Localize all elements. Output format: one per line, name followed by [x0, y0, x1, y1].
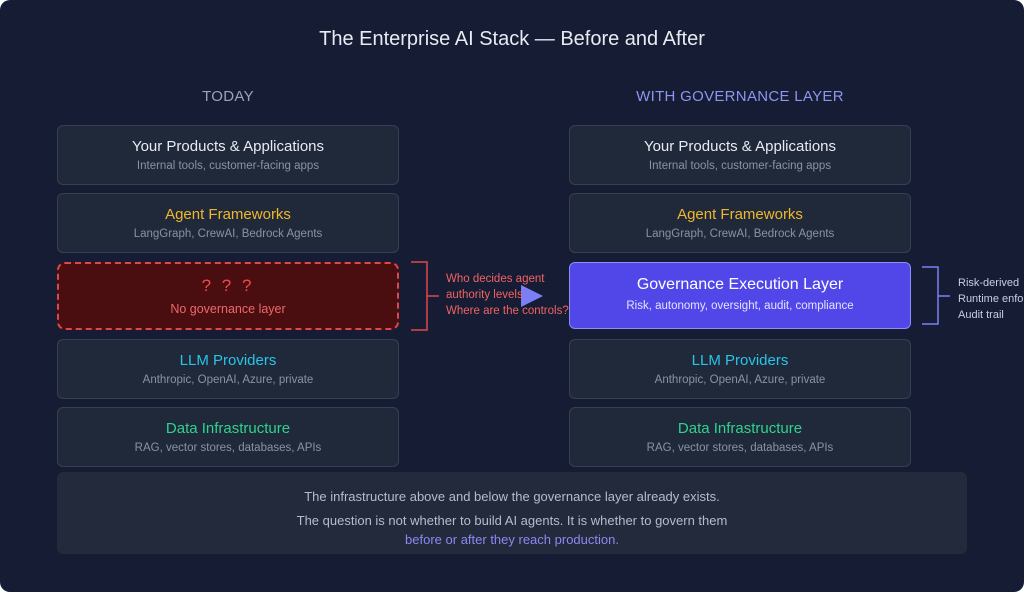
footer-line-1: The infrastructure above and below the g…: [304, 489, 720, 504]
layer-title: LLM Providers: [179, 352, 277, 369]
right-callout: Risk-derived Runtime enfo Audit trail: [958, 275, 1023, 323]
layer-title: LLM Providers: [691, 352, 789, 369]
footer-line-3: before or after they reach production.: [405, 532, 619, 547]
left-layer-products: Your Products & Applications Internal to…: [57, 125, 399, 185]
footer-line-2: The question is not whether to build AI …: [296, 513, 728, 528]
left-layer-data-infrastructure: Data Infrastructure RAG, vector stores, …: [57, 407, 399, 467]
column-heading-governance: WITH GOVERNANCE LAYER: [636, 88, 844, 105]
left-callout: Who decides agent authority levels Where…: [446, 271, 569, 319]
layer-subtitle: Anthropic, OpenAI, Azure, private: [654, 374, 826, 386]
right-bracket: [922, 266, 950, 325]
callout-line: Runtime enfo: [958, 293, 1024, 305]
missing-layer-label: No governance layer: [170, 302, 286, 316]
left-layer-agent-frameworks: Agent Frameworks LangGraph, CrewAI, Bedr…: [57, 193, 399, 253]
column-heading-today: TODAY: [202, 88, 254, 105]
callout-line: Where are the controls?: [446, 305, 569, 317]
right-layer-llm-providers: LLM Providers Anthropic, OpenAI, Azure, …: [569, 339, 911, 399]
layer-subtitle: LangGraph, CrewAI, Bedrock Agents: [133, 228, 323, 240]
callout-line: Risk-derived: [958, 277, 1020, 289]
callout-line: authority levels: [446, 289, 523, 301]
layer-subtitle: Internal tools, customer-facing apps: [648, 160, 832, 172]
layer-title: Data Infrastructure: [165, 420, 291, 437]
left-bracket: [411, 261, 439, 331]
left-layer-llm-providers: LLM Providers Anthropic, OpenAI, Azure, …: [57, 339, 399, 399]
layer-title: Data Infrastructure: [677, 420, 803, 437]
right-layer-products: Your Products & Applications Internal to…: [569, 125, 911, 185]
layer-subtitle: RAG, vector stores, databases, APIs: [646, 442, 834, 454]
layer-title: Your Products & Applications: [643, 138, 837, 155]
left-layer-missing-governance: ? ? ? No governance layer: [57, 262, 399, 330]
diagram-title: The Enterprise AI Stack — Before and Aft…: [319, 28, 705, 50]
layer-subtitle: Internal tools, customer-facing apps: [136, 160, 320, 172]
layer-title: Agent Frameworks: [165, 206, 291, 223]
right-layer-governance-execution: Governance Execution Layer Risk, autonom…: [569, 262, 911, 329]
missing-layer-marks: ? ? ?: [201, 276, 255, 295]
layer-subtitle: LangGraph, CrewAI, Bedrock Agents: [645, 228, 835, 240]
footer-note: The infrastructure above and below the g…: [57, 472, 967, 554]
right-layer-agent-frameworks: Agent Frameworks LangGraph, CrewAI, Bedr…: [569, 193, 911, 253]
layer-subtitle: Risk, autonomy, oversight, audit, compli…: [626, 300, 854, 312]
layer-title: Governance Execution Layer: [636, 276, 844, 293]
right-layer-data-infrastructure: Data Infrastructure RAG, vector stores, …: [569, 407, 911, 467]
callout-line: Who decides agent: [446, 273, 545, 285]
layer-title: Agent Frameworks: [677, 206, 803, 223]
callout-line: Audit trail: [958, 309, 1004, 321]
layer-subtitle: RAG, vector stores, databases, APIs: [134, 442, 322, 454]
layer-title: Your Products & Applications: [131, 138, 325, 155]
layer-subtitle: Anthropic, OpenAI, Azure, private: [142, 374, 314, 386]
